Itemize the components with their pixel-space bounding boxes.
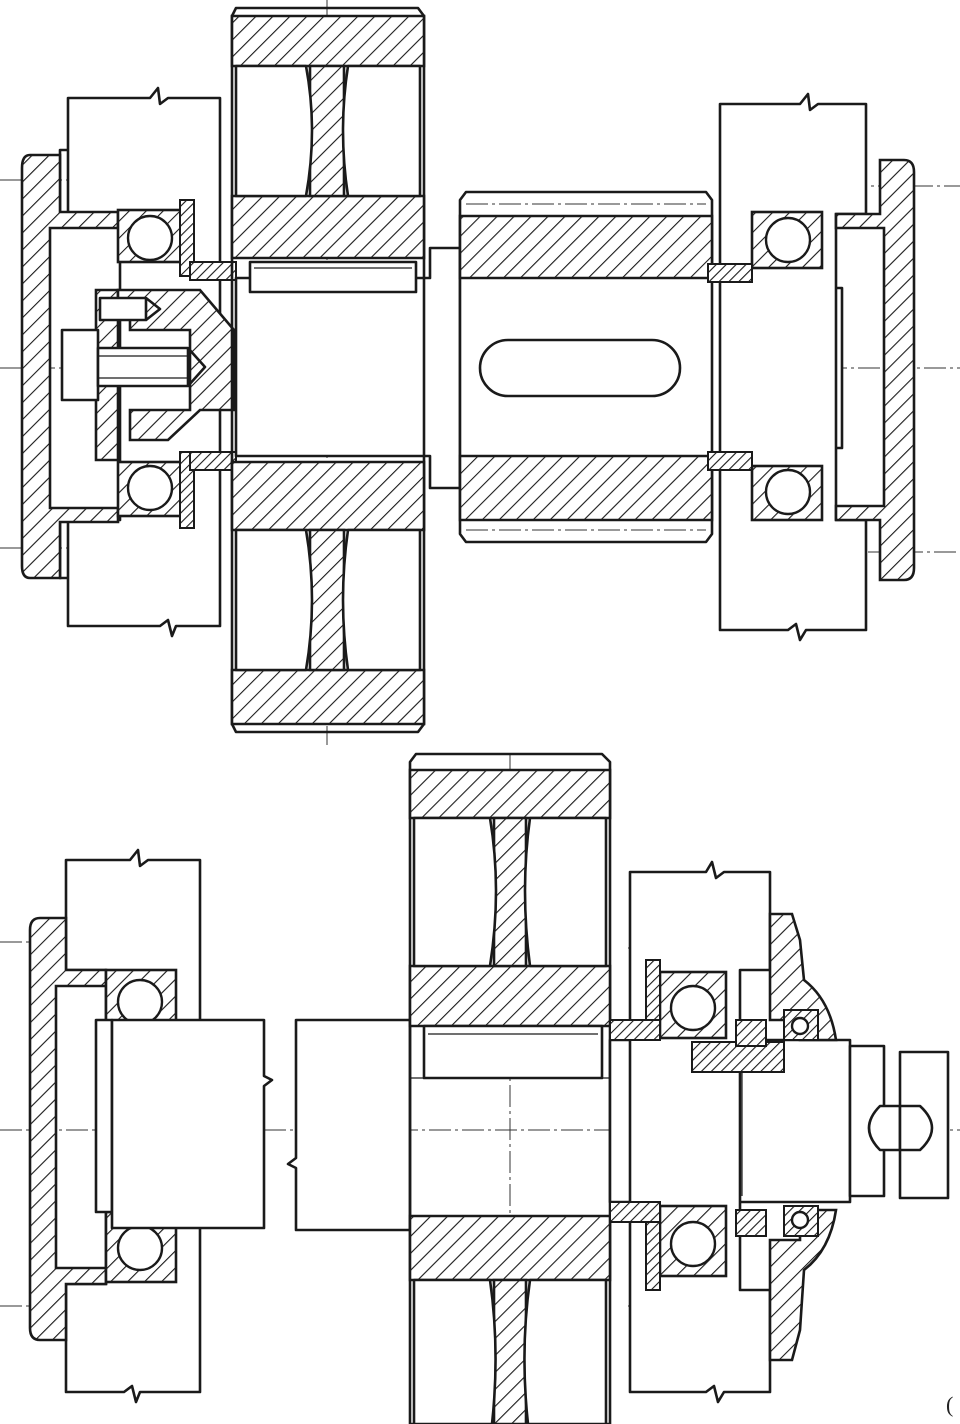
ball-icon (126, 214, 174, 262)
upper-right-housing (718, 92, 916, 642)
ball-icon (126, 464, 174, 512)
lower-right-bearing (609, 959, 819, 1291)
lower-left-bearing-cap (28, 916, 108, 1342)
upper-shaft-assembly (0, 0, 960, 745)
ball-icon (116, 978, 164, 1026)
upper-left-bearing-cap (20, 153, 120, 580)
ball-icon (764, 216, 812, 264)
page-corner-mark: ( (946, 1392, 954, 1417)
ball-icon (764, 468, 812, 516)
upper-key (248, 260, 418, 294)
lower-shaft-assembly (0, 752, 960, 1424)
upper-gear (230, 6, 426, 734)
lower-shaft-end (848, 1044, 886, 1198)
lower-gear (408, 752, 612, 1424)
upper-pinion (458, 190, 714, 544)
upper-right-bearing (707, 210, 824, 522)
upper-keyway (478, 338, 682, 398)
upper-end-plate-with-bolt (60, 288, 236, 462)
ball-icon (669, 984, 717, 1032)
upper-spacer-sleeve-left-bottom (189, 451, 237, 471)
upper-left-bearing (116, 199, 195, 529)
ball-icon (116, 1224, 164, 1272)
lower-shaft-center (286, 1018, 412, 1232)
ball-icon (669, 1220, 717, 1268)
upper-spacer-sleeve-left (189, 261, 237, 281)
lower-coupling-end (867, 1050, 950, 1200)
lower-shaft-left (110, 1018, 274, 1230)
